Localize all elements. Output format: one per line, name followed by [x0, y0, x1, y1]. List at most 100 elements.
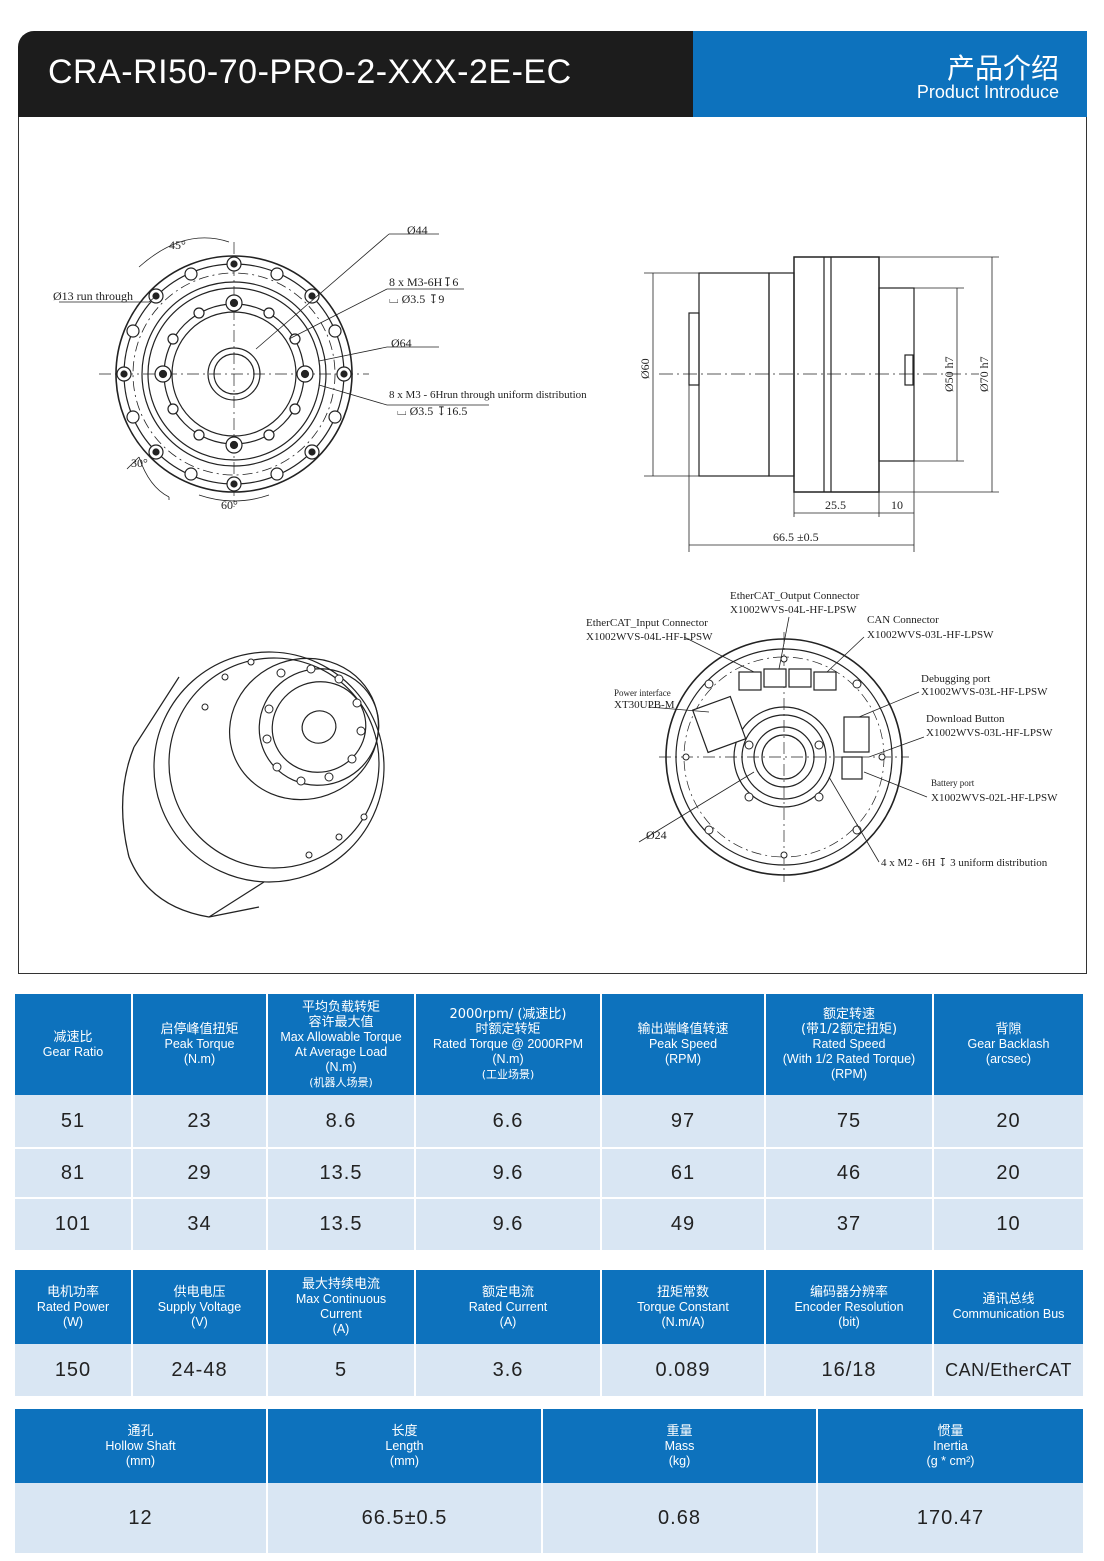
- table-row: 101 34 13.5 9.6 49 37 10: [15, 1197, 1083, 1250]
- technical-drawing: Ø44 8 x M3-6H↧6 ⌴ Ø3.5 ↧9 Ø64 8 x M3 - 6…: [18, 117, 1087, 974]
- dim-d44: Ø44: [407, 223, 428, 237]
- section-title-en: Product Introduce: [916, 82, 1059, 102]
- table-cell: 13.5: [267, 1147, 416, 1198]
- table-cell: 9.6: [415, 1197, 602, 1250]
- table-cell: 75: [765, 1095, 934, 1148]
- table-cell: 20: [933, 1147, 1083, 1198]
- dim-thread-through: 8 x M3 - 6Hrun through uniform distribut…: [389, 389, 587, 401]
- label-debug: Debugging port: [921, 673, 990, 685]
- table-cell: 170.47: [817, 1483, 1083, 1553]
- dim-d24: Ø24: [646, 828, 667, 842]
- dim-angle-30: 30°: [131, 456, 148, 470]
- dim-10: 10: [891, 498, 903, 512]
- table-row: 51 23 8.6 6.6 97 75 20: [15, 1095, 1083, 1148]
- table-cell: 8.6: [267, 1095, 416, 1148]
- table-cell: 5: [267, 1344, 416, 1396]
- label-ethercat-output: EtherCAT_Output Connector: [730, 590, 860, 602]
- table-row: 150 24-48 5 3.6 0.089 16/18 CAN/EtherCAT: [15, 1344, 1083, 1396]
- dim-counterbore-16: ⌴ Ø3.5 ↧16.5: [397, 404, 467, 418]
- col-rated-speed: 额定转速(带1/2额定扭矩)Rated Speed(With 1/2 Rated…: [765, 994, 934, 1095]
- table-cell: 0.089: [601, 1344, 766, 1396]
- table-cell: 101: [15, 1197, 133, 1250]
- table-cell: 34: [132, 1197, 268, 1250]
- dim-m2-thread: 4 x M2 - 6H ↧ 3 uniform distribution: [881, 857, 1048, 869]
- page-header: CRA-RI50-70-PRO-2-XXX-2E-EC 产品介绍 Product…: [18, 31, 1087, 117]
- table-cell: 61: [601, 1147, 766, 1198]
- pn-ethercat-input: X1002WVS-04L-HF-LPSW: [586, 631, 713, 643]
- pn-power: XT30UPB-M: [614, 699, 675, 711]
- table-cell: 51: [15, 1095, 133, 1148]
- label-battery: Battery port: [931, 778, 975, 788]
- table-cell: CAN/EtherCAT: [933, 1344, 1083, 1396]
- table-cell: 0.68: [542, 1483, 818, 1553]
- pn-battery: X1002WVS-02L-HF-LPSW: [931, 792, 1058, 804]
- pn-can: X1002WVS-03L-HF-LPSW: [867, 629, 994, 641]
- table-cell: 16/18: [765, 1344, 934, 1396]
- table-row: 81 29 13.5 9.6 61 46 20: [15, 1147, 1083, 1198]
- dim-length: 66.5 ±0.5: [773, 530, 819, 544]
- table-cell: 97: [601, 1095, 766, 1148]
- table-cell: 46: [765, 1147, 934, 1198]
- label-ethercat-input: EtherCAT_Input Connector: [586, 617, 708, 629]
- table-cell: 150: [15, 1344, 133, 1396]
- dim-d50: Ø50 h7: [942, 356, 956, 392]
- dim-angle-45: 45°: [169, 238, 186, 252]
- dim-thread-m3-6h: 8 x M3-6H↧6: [389, 275, 458, 289]
- pn-ethercat-output: X1002WVS-04L-HF-LPSW: [730, 604, 857, 616]
- table-cell: 12: [15, 1483, 268, 1553]
- label-power: Power interface: [614, 688, 671, 698]
- table-cell: 49: [601, 1197, 766, 1250]
- dim-counterbore-9: ⌴ Ø3.5 ↧9: [389, 292, 444, 306]
- table-cell: 9.6: [415, 1147, 602, 1198]
- model-title-box: CRA-RI50-70-PRO-2-XXX-2E-EC: [18, 31, 693, 117]
- table-cell: 10: [933, 1197, 1083, 1250]
- table-cell: 20: [933, 1095, 1083, 1148]
- table-cell: 66.5±0.5: [267, 1483, 543, 1553]
- table-cell: 3.6: [415, 1344, 602, 1396]
- isometric-view: [121, 651, 385, 918]
- table-cell: 37: [765, 1197, 934, 1250]
- drawing-canvas: Ø44 8 x M3-6H↧6 ⌴ Ø3.5 ↧9 Ø64 8 x M3 - 6…: [53, 223, 1058, 918]
- table-row: 12 66.5±0.5 0.68 170.47: [15, 1483, 1083, 1553]
- dim-d13: Ø13 run through: [53, 289, 133, 303]
- table-cell: 81: [15, 1147, 133, 1198]
- pn-debug: X1002WVS-03L-HF-LPSW: [921, 686, 1048, 698]
- table-cell: 23: [132, 1095, 268, 1148]
- side-view: [644, 256, 999, 552]
- dim-25-5: 25.5: [825, 498, 846, 512]
- dim-d64: Ø64: [391, 336, 412, 350]
- label-can: CAN Connector: [867, 614, 939, 626]
- table-cell: 13.5: [267, 1197, 416, 1250]
- dim-d70: Ø70 h7: [977, 356, 991, 392]
- section-title-zh: 产品介绍: [946, 52, 1059, 85]
- section-title-box: 产品介绍 Product Introduce: [693, 31, 1087, 117]
- dim-d60: Ø60: [638, 358, 652, 379]
- rear-view: [638, 616, 928, 882]
- table-cell: 29: [132, 1147, 268, 1198]
- table-cell: 24-48: [132, 1344, 268, 1396]
- dim-angle-60: 60°: [221, 498, 238, 512]
